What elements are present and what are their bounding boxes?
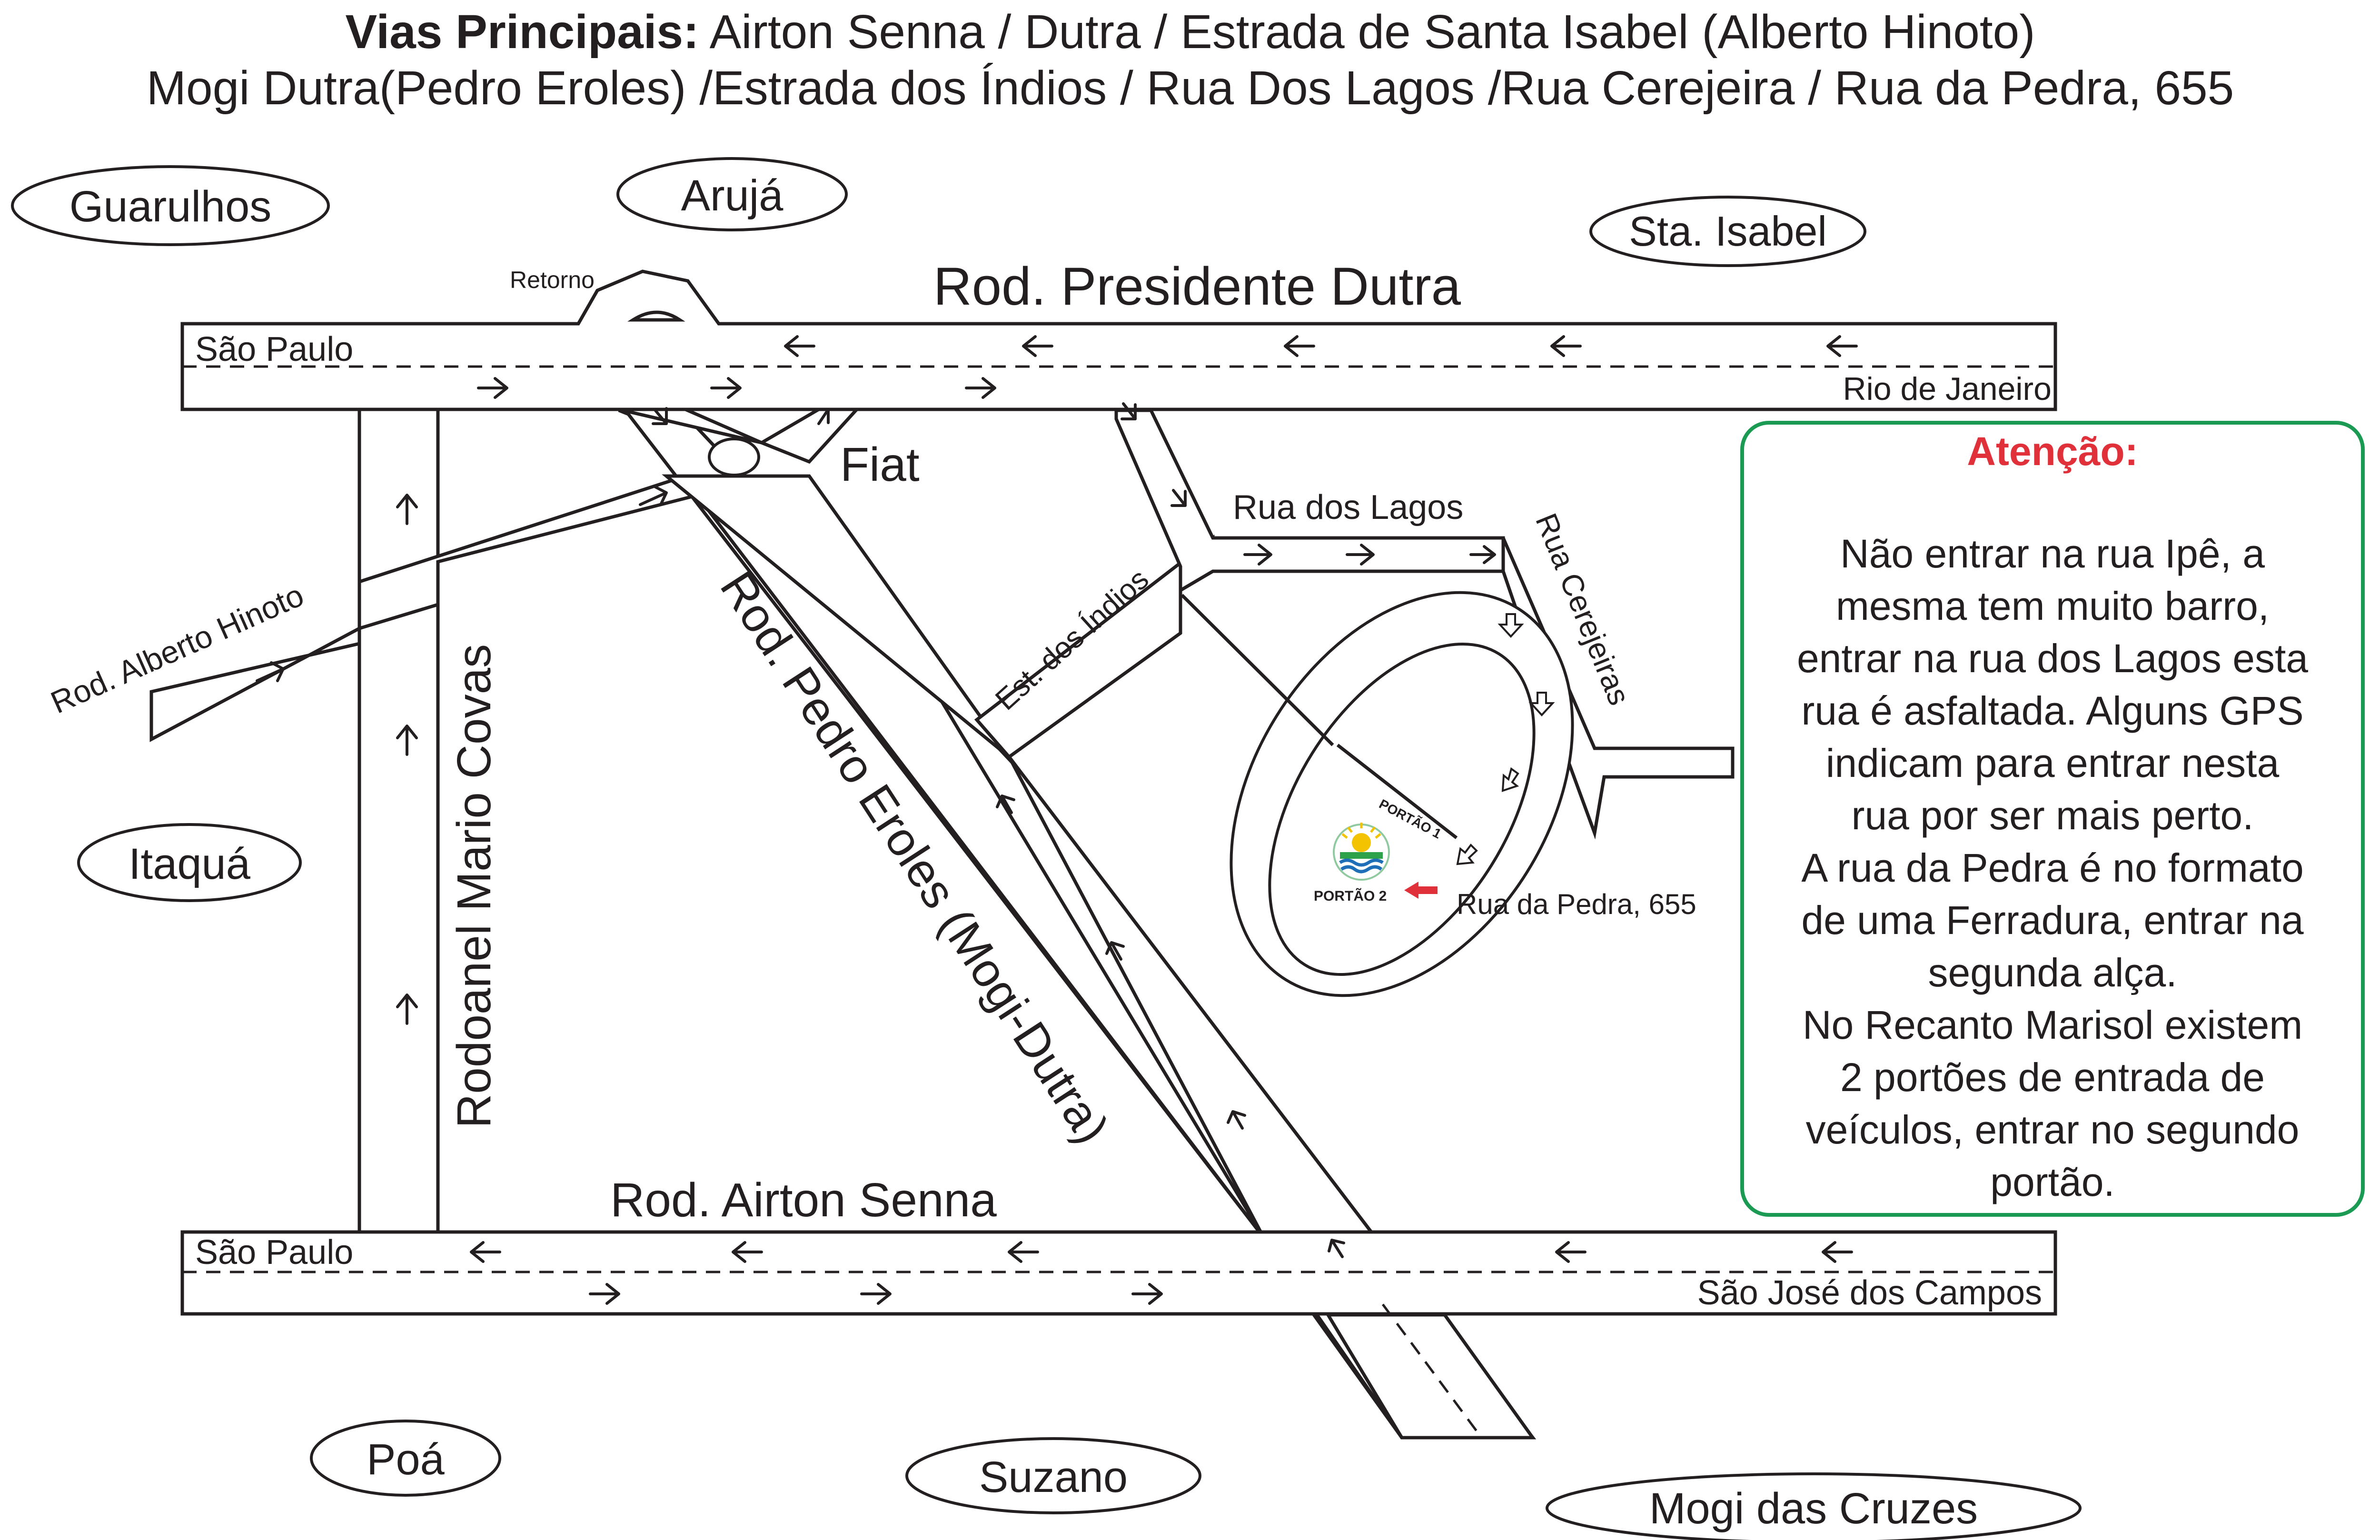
main-roads-list-1: Airton Senna / Dutra / Estrada de Santa … [699,5,2035,59]
arrow-icon [1826,335,1858,357]
main-roads-line-2: Mogi Dutra(Pedro Eroles) /Estrada dos Ín… [146,61,2234,115]
hollow-arrow-icon [1456,843,1478,865]
city-itaqua: Itaquá [77,823,302,902]
city-mogi-das-cruzes: Mogi das Cruzes [1546,1472,2082,1540]
arrow-icon [996,795,1015,814]
label-rua-dos-lagos: Rua dos Lagos [1233,488,1463,527]
hollow-arrow-icon [1501,767,1519,792]
roundabout [708,437,760,477]
arrow-icon [652,407,668,425]
arrow-icon [396,994,418,1025]
arrow-icon [1243,544,1272,566]
direction-arrows [256,335,1858,1305]
road-rua-dos-lagos-access [1114,408,1505,594]
attention-note: Atenção: Não entrar na rua Ipê, a mesma … [1740,421,2365,1217]
arrow-icon [1346,544,1375,566]
arrow-icon [396,494,418,525]
arrow-icon [1555,1241,1587,1263]
red-arrow-icon [1404,882,1438,899]
arrow-icon [470,1241,501,1263]
arrow-icon [965,377,996,399]
label-presidente-dutra: Rod. Presidente Dutra [933,257,1461,316]
hollow-arrow-icon [1497,613,1524,638]
arrow-icon [1170,489,1187,507]
city-sta-isabel: Sta. Isabel [1589,196,1866,267]
arrow-icon [1469,545,1496,564]
label-rio-de-janeiro: Rio de Janeiro [1843,371,2052,407]
arrow-icon [1328,1239,1345,1258]
road-alberto-hinoto [149,474,722,742]
city-label: Sta. Isabel [1629,208,1827,255]
city-label: Suzano [979,1453,1128,1501]
property-divider [1336,744,1458,839]
arrow-icon [1008,1241,1039,1263]
arrow-icon [860,1283,892,1305]
attention-body: Não entrar na rua Ipê, a mesma tem muito… [1796,531,2309,1204]
attention-title: Atenção: [1967,429,2138,474]
arrow-icon [1121,402,1137,420]
arrow-icon [710,377,742,399]
arrow-icon [1550,335,1582,357]
arrow-icon [1131,1283,1163,1305]
arrow-icon [396,725,418,756]
city-label: Arujá [681,171,784,220]
header: Vias Principais: Airton Senna / Dutra / … [0,0,2380,116]
label-rodoanel-mario-covas: Rodoanel Mario Covas [447,644,501,1128]
city-label: Itaquá [129,840,251,888]
main-roads-label: Vias Principais: [345,5,699,59]
road-horseshoe-arm [1180,594,1334,746]
label-sao-jose-dos-campos: São José dos Campos [1697,1274,2042,1312]
arrow-icon [1227,1110,1246,1130]
label-sao-paulo-top: São Paulo [195,330,353,368]
main-roads-line-1: Vias Principais: Airton Senna / Dutra / … [0,4,2380,60]
city-suzano: Suzano [905,1437,1201,1514]
label-retorno: Retorno [510,267,595,293]
city-aruja: Arujá [616,157,848,231]
label-fiat: Fiat [840,438,920,491]
city-label: Mogi das Cruzes [1649,1484,1978,1533]
hollow-arrow-icon [1528,692,1555,716]
arrow-icon [1284,335,1315,357]
label-portao-2: PORTÃO 2 [1314,888,1387,904]
city-label: Poá [367,1435,445,1484]
arrow-icon [589,1283,620,1305]
city-label: Guarulhos [69,182,271,231]
road-mogi-continuation [1325,1313,1536,1440]
arrow-icon [477,377,508,399]
arrow-icon [1822,1241,1853,1263]
city-poa: Poá [310,1420,501,1497]
road-fiat-access [618,407,861,464]
label-rua-da-pedra: Rua da Pedra, 655 [1457,888,1696,920]
arrow-icon [1022,335,1053,357]
label-sao-paulo-bottom: São Paulo [195,1233,353,1272]
road-divider-mogi [1381,1303,1479,1434]
arrow-icon [639,485,668,506]
road-estrada-dos-indios [974,534,1215,759]
sun-over-waves-logo-icon [1333,823,1390,881]
arrow-icon [1105,941,1125,961]
arrow-icon [813,408,830,425]
arrow-icon [256,661,285,682]
road-rodoanel-mario-covas [357,402,440,1234]
arrow-icon [732,1241,763,1263]
road-presidente-dutra [180,269,2057,411]
retorno-island [627,310,685,322]
arrow-icon [784,335,815,357]
property-recanto-marisol [1268,642,1536,976]
label-airton-senna: Rod. Airton Senna [610,1173,997,1227]
city-guarulhos: Guarulhos [11,165,330,246]
